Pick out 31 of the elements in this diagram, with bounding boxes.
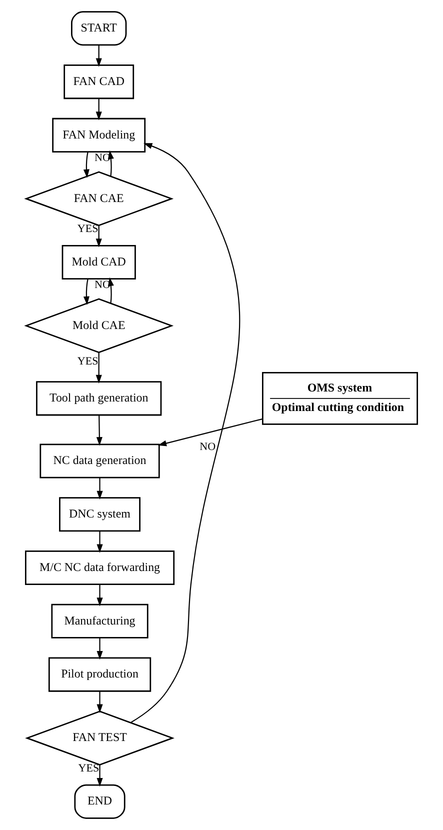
arrow <box>96 98 102 120</box>
arrow <box>96 478 103 500</box>
node-box: Pilot production <box>48 657 152 692</box>
arrow <box>96 45 102 67</box>
node-box: FAN Modeling <box>52 118 146 152</box>
arrow <box>96 764 103 787</box>
arrow <box>130 143 240 723</box>
arrow <box>96 225 102 248</box>
node-box: FAN CAD <box>64 64 134 100</box>
arrow <box>96 638 103 660</box>
node-diamond: Mold CAE <box>24 298 174 354</box>
edge-label: NO <box>200 440 216 453</box>
arrow <box>96 584 103 606</box>
node-box: Mold CAD <box>62 244 136 280</box>
edge-label: YES <box>77 355 98 368</box>
node-box: NC data generation <box>40 444 160 478</box>
arrow <box>158 418 263 446</box>
arrow <box>83 152 90 178</box>
arrow <box>96 352 102 384</box>
node-box: DNC system <box>59 497 140 532</box>
node-box: Manufacturing <box>51 604 148 638</box>
node-box: M/C NC data forwarding <box>25 550 175 586</box>
node-box: Tool path generation <box>36 381 162 416</box>
node-box: END <box>74 784 126 819</box>
arrow <box>83 278 90 306</box>
arrow <box>96 531 103 553</box>
node-diamond: FAN TEST <box>25 710 174 766</box>
arrow <box>96 691 103 713</box>
arrow <box>96 415 102 446</box>
node-box: START <box>71 11 127 46</box>
node-box: OMS system Optimal cutting condition <box>262 372 418 425</box>
